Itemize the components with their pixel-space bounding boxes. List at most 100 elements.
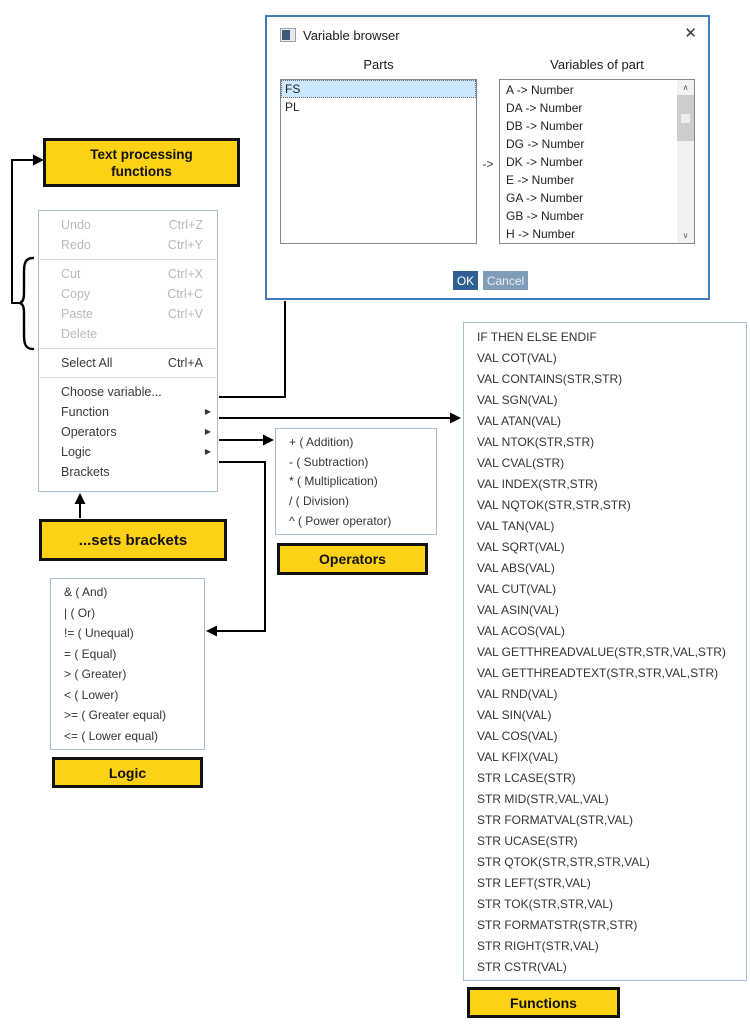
scroll-down-icon[interactable]: ∨ [682,231,689,240]
arrowhead [450,412,461,424]
callout-label: Text processing functions [90,146,193,179]
logic-item[interactable]: >= ( Greater equal) [64,708,167,723]
function-item[interactable]: STR LEFT(STR,VAL) [477,875,591,890]
function-item[interactable]: STR TOK(STR,STR,VAL) [477,896,614,911]
dialog-title: Variable browser [303,28,400,43]
function-item[interactable]: STR LCASE(STR) [477,770,576,785]
function-item[interactable]: VAL ATAN(VAL) [477,413,562,428]
function-item[interactable]: VAL GETTHREADTEXT(STR,STR,VAL,STR) [477,665,719,680]
variable-item[interactable]: H -> Number [506,227,576,241]
variable-item[interactable]: DB -> Number [506,119,584,133]
function-item[interactable]: IF THEN ELSE ENDIF [477,329,597,344]
callout-label: Functions [510,994,577,1011]
menu-item-delete[interactable]: Delete [61,327,98,341]
function-item[interactable]: VAL SQRT(VAL) [477,539,565,554]
variable-item[interactable]: GA -> Number [506,191,584,205]
logic-item[interactable]: != ( Unequal) [64,626,134,641]
function-item[interactable]: STR FORMATVAL(STR,VAL) [477,812,634,827]
scrollbar[interactable]: ∧ ∨ [677,80,694,243]
function-item[interactable]: STR CSTR(VAL) [477,959,567,974]
callout-functions: Functions [467,987,620,1018]
cancel-button[interactable]: Cancel [483,271,528,290]
variable-item[interactable]: A -> Number [506,83,574,97]
ok-button[interactable]: OK [453,271,478,290]
operators-submenu: + ( Addition) - ( Subtraction) * ( Multipl… [275,428,437,535]
function-item[interactable]: STR MID(STR,VAL,VAL) [477,791,609,806]
function-item[interactable]: VAL SIN(VAL) [477,707,552,722]
variables-header: Variables of part [550,57,644,72]
function-item[interactable]: STR UCASE(STR) [477,833,578,848]
menu-item-function[interactable]: Function▶ [39,402,217,422]
menu-item-logic[interactable]: Logic▶ [39,442,217,462]
function-item[interactable]: VAL COT(VAL) [477,350,557,365]
function-item[interactable]: VAL KFIX(VAL) [477,749,559,764]
submenu-arrow-icon: ▶ [204,447,211,456]
logic-item[interactable]: & ( And) [64,585,108,600]
menu-item-operators[interactable]: Operators▶ [39,422,217,442]
window-icon [280,28,296,42]
menu-item-choose-variable[interactable]: Choose variable... [61,385,162,399]
function-item[interactable]: VAL ASIN(VAL) [477,602,559,617]
function-item[interactable]: VAL ACOS(VAL) [477,623,565,638]
logic-item[interactable]: < ( Lower) [64,687,119,702]
function-item[interactable]: STR RIGHT(STR,VAL) [477,938,599,953]
callout-label: Operators [319,551,386,567]
connector-text-processing [11,159,34,304]
part-item-selected[interactable]: FS [281,80,476,98]
operator-item[interactable]: ^ ( Power operator) [289,514,392,529]
function-item[interactable]: VAL CUT(VAL) [477,581,557,596]
parts-list[interactable]: FS PL [280,79,477,244]
function-item[interactable]: VAL INDEX(STR,STR) [477,476,598,491]
menu-item-brackets[interactable]: Brackets [61,465,110,479]
variable-item[interactable]: GB -> Number [506,209,584,223]
function-item[interactable]: VAL NQTOK(STR,STR,STR) [477,497,631,512]
function-item[interactable]: VAL RND(VAL) [477,686,558,701]
function-item[interactable]: VAL COS(VAL) [477,728,558,743]
menu-separator [40,259,216,260]
submenu-arrow-icon: ▶ [204,427,211,436]
variable-item[interactable]: DA -> Number [506,101,583,115]
function-item[interactable]: VAL TAN(VAL) [477,518,555,533]
function-item[interactable]: VAL SGN(VAL) [477,392,558,407]
function-item[interactable]: VAL GETTHREADVALUE(STR,STR,VAL,STR) [477,644,726,659]
function-item[interactable]: VAL CONTAINS(STR,STR) [477,371,623,386]
scrollbar-thumb[interactable] [677,95,694,141]
variable-item[interactable]: DK -> Number [506,155,584,169]
function-item[interactable]: VAL CVAL(STR) [477,455,565,470]
variable-item[interactable]: E -> Number [506,173,575,187]
scroll-up-icon[interactable]: ∧ [682,83,689,92]
operator-item[interactable]: + ( Addition) [289,434,354,449]
arrowhead [74,493,86,504]
function-item[interactable]: VAL NTOK(STR,STR) [477,434,595,449]
variables-list[interactable]: A -> Number DA -> Number DB -> Number DG ->… [499,79,695,244]
arrowhead [206,625,217,637]
functions-submenu: IF THEN ELSE ENDIF VAL COT(VAL) VAL CONTAI… [463,322,747,981]
logic-item[interactable]: | ( Or) [64,605,96,620]
operator-item[interactable]: / ( Division) [289,494,350,509]
function-item[interactable]: VAL ABS(VAL) [477,560,555,575]
function-item[interactable]: STR FORMATSTR(STR,STR) [477,917,638,932]
callout-label: ...sets brackets [78,531,188,549]
operator-item[interactable]: - ( Subtraction) [289,454,369,469]
close-icon[interactable]: ✕ [684,25,697,42]
function-item[interactable]: STR QTOK(STR,STR,STR,VAL) [477,854,650,869]
callout-sets-brackets: ...sets brackets [39,519,227,561]
menu-separator [40,377,216,378]
operator-item[interactable]: * ( Multiplication) [289,474,378,489]
variable-item[interactable]: DG -> Number [506,137,585,151]
maps-to-arrow: -> [482,157,494,171]
menu-separator [40,348,216,349]
logic-item[interactable]: <= ( Lower equal) [64,728,159,743]
logic-item[interactable]: > ( Greater) [64,667,127,682]
connector-choose-variable [219,301,286,398]
logic-item[interactable]: = ( Equal) [64,646,117,661]
part-item[interactable]: PL [285,100,300,114]
